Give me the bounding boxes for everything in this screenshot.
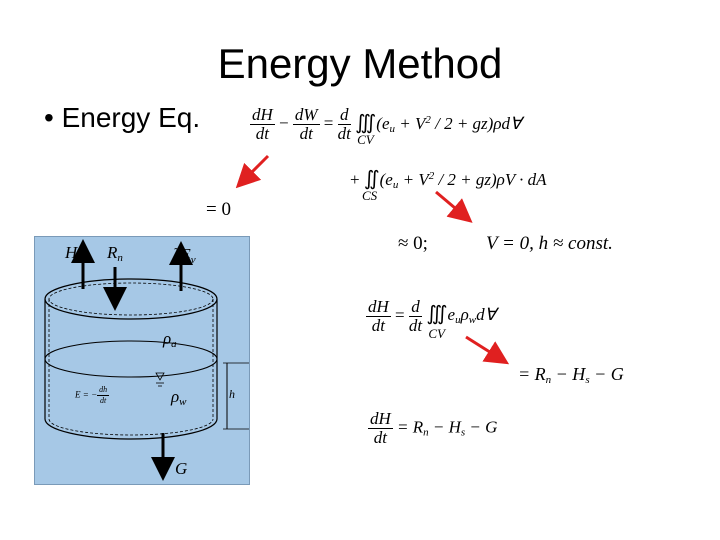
cylinder-top	[44, 278, 218, 320]
dH-numerator-2: dH	[366, 297, 391, 317]
triple-integral-2: ∭	[426, 302, 448, 325]
dt-denominator-4: dt	[371, 316, 385, 335]
squared-2: 2	[428, 170, 435, 182]
v-zero-h-const-note: V = 0, h ≈ const.	[486, 233, 613, 254]
cv-limit-2: CV	[428, 325, 445, 341]
s-subscript-2: s	[460, 426, 466, 439]
cv-integrand: (e	[376, 114, 390, 133]
result-equation: = Rn − Hs − G	[518, 364, 624, 390]
n-subscript-2: n	[423, 426, 429, 439]
d-numerator-2: d	[408, 298, 423, 317]
h-symbol: H	[65, 243, 78, 262]
d-numerator: d	[337, 106, 351, 125]
arrow-to-zero	[235, 154, 270, 189]
v-dot-da: V · dA	[504, 170, 547, 189]
v-sub: v	[190, 254, 196, 266]
lambda-e-symbol: λE	[173, 245, 191, 264]
h-depth-label: h	[229, 387, 235, 401]
arrow-to-v-zero	[435, 190, 473, 223]
a-sub: a	[171, 338, 177, 350]
dt-denominator-2: dt	[299, 124, 313, 143]
g-term: − G	[589, 364, 624, 384]
arrow-to-result	[465, 335, 510, 365]
plus-v: + V	[395, 114, 426, 133]
cs-limit: CS	[362, 188, 378, 203]
rn-term-2: = R	[397, 417, 424, 437]
cylinder-drawing	[44, 239, 249, 481]
dH-numerator-3: dH	[368, 409, 393, 429]
e-eq-text: E = −	[75, 389, 98, 400]
hs-term: − H	[551, 364, 586, 384]
d-volume: d∀	[476, 304, 497, 324]
n-subscript: n	[545, 374, 552, 386]
dt-denominator-5: dt	[408, 316, 423, 335]
slide-title: Energy Method	[217, 40, 503, 87]
n-sub: n	[117, 252, 123, 264]
dt-text: dt	[100, 396, 107, 405]
rho-w-label: ρw	[171, 387, 187, 408]
u-subscript-2: u	[392, 179, 399, 191]
plus-v-2: + V	[398, 170, 429, 189]
dt-denominator-6: dt	[373, 428, 387, 447]
dH-numerator: dH	[250, 105, 275, 125]
dt-denominator-3: dt	[337, 124, 351, 143]
bullet-marker: •	[44, 102, 54, 133]
triple-integral: ∭	[355, 112, 377, 134]
bullet-item: • Energy Eq.	[44, 102, 200, 134]
squared: 2	[425, 114, 431, 126]
dh-text: dh	[97, 385, 110, 396]
water-surface	[44, 340, 218, 378]
plus-sign: +	[350, 170, 364, 189]
water-level-symbol	[155, 372, 165, 381]
hs-label: Hs	[65, 243, 82, 264]
r-symbol: R	[107, 243, 118, 262]
u-subscript: u	[389, 123, 396, 135]
cylinder-bottom	[44, 418, 218, 440]
w-subscript: w	[468, 313, 477, 326]
dt-denominator: dt	[255, 124, 269, 143]
equals-sign: =	[323, 113, 334, 133]
g-label: G	[175, 459, 188, 478]
s-subscript: s	[585, 374, 590, 386]
cs-integrand-rest: / 2 + gz)ρ	[434, 170, 505, 189]
rho-symbol: ρ	[163, 329, 172, 348]
double-integral: ∬	[363, 168, 380, 190]
rn-label: Rn	[107, 243, 123, 264]
hs-term-2: − H	[428, 417, 461, 437]
rho-symbol-2: ρ	[171, 387, 180, 406]
rho-a-label: ρa	[163, 329, 177, 350]
cs-integrand: (e	[379, 170, 393, 189]
s-sub: s	[77, 252, 82, 264]
dW-numerator: dW	[292, 105, 320, 125]
cv-limit: CV	[357, 132, 374, 147]
cv-integrand-rest: / 2 + gz)ρd∀	[430, 114, 522, 133]
equals-zero-note: = 0	[206, 199, 231, 220]
energy-equation-line2: + ∬(eu + V2 / 2 + gz)ρV · dA CS	[350, 166, 547, 203]
e-term: e	[447, 304, 456, 324]
bullet-text: Energy Eq.	[61, 102, 201, 133]
u-subscript-3: u	[455, 313, 461, 326]
cylinder-top-inner	[48, 282, 214, 316]
cylinder-bottom-inner	[48, 418, 214, 436]
rho-term: ρ	[460, 304, 469, 324]
g-term-2: − G	[465, 417, 498, 437]
lambda-e-label: λEv	[173, 245, 196, 266]
approx-zero-note: ≈ 0;	[398, 233, 428, 254]
equals-sign-2: =	[395, 305, 405, 325]
minus-sign: −	[279, 113, 289, 133]
w-sub: w	[179, 396, 187, 408]
rn-term: = R	[518, 364, 546, 384]
